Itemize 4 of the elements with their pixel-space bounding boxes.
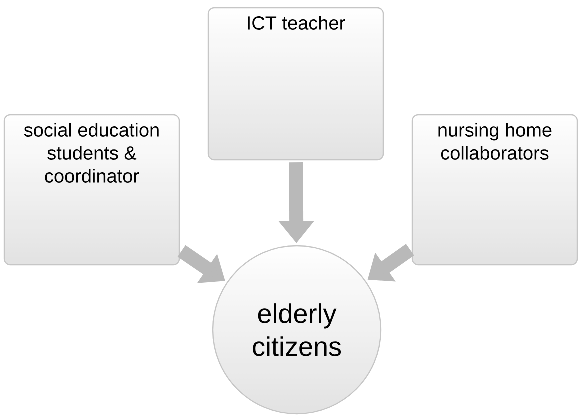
rounded-box: ICT teacher [208,7,384,161]
rounded-box: social education students & coordinator [4,114,180,266]
rounded-box: nursing home collaborators [412,114,578,266]
circle-node: elderly citizens [212,245,382,415]
